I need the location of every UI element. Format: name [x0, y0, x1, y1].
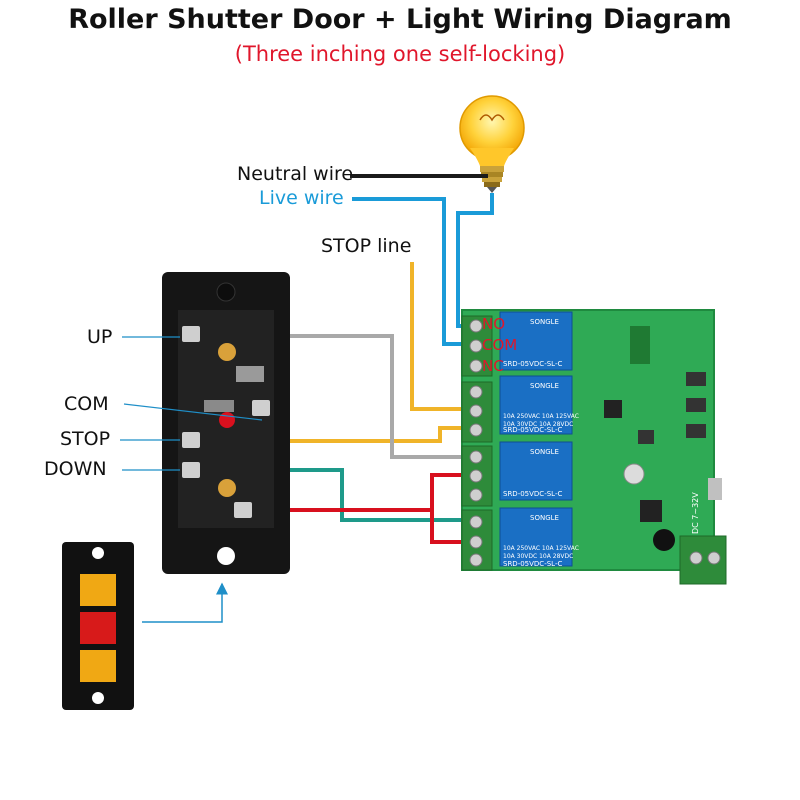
light-bulb-icon: [459, 95, 525, 193]
relay-rating-4a: 10A 250VAC 10A 125VAC: [503, 545, 579, 552]
live-wire: [352, 197, 470, 346]
relay-brand-1: SONGLE: [530, 318, 559, 326]
relay-board-icon: [461, 309, 727, 585]
com-label: COM: [64, 393, 109, 415]
terminal-nc-label: NC: [482, 357, 504, 375]
stop-line-label: STOP line: [321, 235, 412, 257]
relay-1-labels: SONGLE SRD-05VDC-SL-C SONGLE 10A 250VAC …: [503, 318, 579, 568]
relay-model-2: SRD-05VDC-SL-C: [503, 426, 562, 434]
relay-model-4: SRD-05VDC-SL-C: [503, 560, 562, 568]
up-wire: [190, 334, 470, 459]
relay-brand-4: SONGLE: [530, 514, 559, 522]
diagram-title: Roller Shutter Door + Light Wiring Diagr…: [68, 4, 732, 35]
neutral-wire-label: Neutral wire: [237, 163, 354, 185]
terminal-com-label: COM: [482, 336, 518, 354]
relay-rating-2a: 10A 250VAC 10A 125VAC: [503, 413, 579, 420]
power-label: DC 7~32V: [691, 492, 700, 534]
diagram-subtitle: (Three inching one self-locking): [234, 42, 566, 66]
relay-brand-2: SONGLE: [530, 382, 559, 390]
up-label: UP: [87, 326, 113, 348]
com-wire: [268, 473, 470, 512]
down-label: DOWN: [44, 458, 107, 480]
relay-model-1: SRD-05VDC-SL-C: [503, 360, 562, 368]
bulb-to-relay-wire: [456, 193, 494, 328]
push-button-box-icon: [62, 542, 134, 710]
live-wire-label: Live wire: [259, 187, 344, 209]
connector-arrow: [142, 582, 228, 623]
stop-wire: [190, 426, 470, 443]
stop-line-wire: [410, 262, 470, 411]
relay-rating-2b: 10A 30VDC 10A 28VDC: [503, 421, 573, 428]
com-wire-branch: [430, 510, 470, 544]
terminal-no-label: NO: [482, 315, 506, 333]
relay-brand-3: SONGLE: [530, 448, 559, 456]
relay-rating-4b: 10A 30VDC 10A 28VDC: [503, 553, 573, 560]
switch-panel-icon: [162, 272, 290, 574]
relay-model-3: SRD-05VDC-SL-C: [503, 490, 562, 498]
stop-label: STOP: [60, 428, 111, 450]
